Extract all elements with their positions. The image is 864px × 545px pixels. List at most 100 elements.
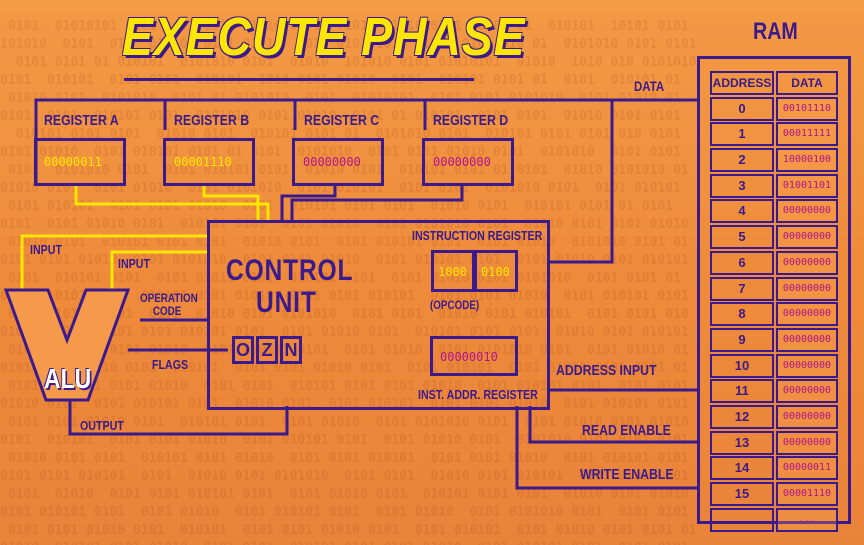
instruction-register-address-box: 0100 [474, 250, 518, 292]
wire-ir-data [548, 100, 614, 264]
ram-data-cell: 00000000 [776, 199, 838, 224]
alu-input-1-label: INPUT [30, 242, 62, 257]
register-d-box: 00000000 [422, 138, 514, 186]
instruction-opcode-value: 1000 [438, 265, 467, 279]
ram-address-cell: 11 [710, 379, 774, 404]
alu-shape [3, 288, 131, 402]
wire-write-enable [515, 406, 697, 490]
ram-title: RAM [753, 18, 798, 45]
wire-alu-input-1 [20, 234, 207, 290]
inst-addr-value: 00000010 [440, 350, 498, 364]
ram-data-cell: 10000100 [776, 148, 838, 173]
ram-address-cell: 6 [710, 250, 774, 275]
ram-address-cell: 15 [710, 482, 774, 506]
operation-code-label: OPERATION CODE [140, 291, 198, 318]
register-a-box: 00000011 [34, 138, 126, 186]
instruction-address-value: 0100 [481, 265, 510, 279]
wire-alu-input-2 [110, 250, 207, 290]
flag-negative: N [280, 336, 302, 364]
flags-label: FLAGS [152, 357, 189, 372]
ram-data-cell: 00101110 [776, 96, 838, 121]
wire-alu-output [68, 400, 289, 436]
register-c-label: REGISTER C [304, 112, 380, 129]
register-b-box: 00001110 [163, 138, 255, 186]
ram-data-cell: 00000000 [776, 276, 838, 301]
ram-address-cell: 8 [710, 302, 774, 327]
ram-address-header: ADDRESS [710, 71, 774, 95]
ram-data-cell: 00000000 [776, 250, 838, 275]
register-d-label: REGISTER D [433, 112, 509, 129]
ram-header-row: ADDRESS DATA [710, 71, 838, 97]
wire-register-d [290, 186, 464, 222]
ram-data-header: DATA [776, 71, 838, 95]
alu-label: ALU [44, 363, 92, 394]
ram-address-cell: 0 [710, 96, 774, 121]
ram-data-cell: 00000000 [776, 379, 838, 404]
ram-data-cell: 00001110 [776, 482, 838, 506]
ram-address-cell: 14 [710, 456, 774, 481]
ram-data-cell: 01001101 [776, 173, 838, 198]
ram-address-cell: 3 [710, 173, 774, 198]
ram-address-cell: 9 [710, 327, 774, 352]
alu-output-label: OUTPUT [80, 418, 124, 433]
register-a-label: REGISTER A [44, 112, 119, 129]
alu-input-2-label: INPUT [118, 256, 150, 271]
ram-data-cell: 00011111 [776, 122, 838, 147]
register-b-value: 00001110 [174, 155, 232, 169]
instruction-register-opcode-box: 1000 [431, 250, 475, 292]
ram-data-cell: 00000000 [776, 404, 838, 429]
ram-data-cell: ... [776, 507, 838, 532]
ram-address-cell: 2 [710, 148, 774, 173]
inst-addr-register-box: 00000010 [430, 336, 518, 376]
data-bus-label: DATA [634, 78, 665, 94]
ram-address-cell: ... [710, 507, 774, 532]
opcode-label: (OPCODE) [430, 298, 480, 312]
title-underline [124, 78, 474, 81]
ram-data-cell: 00000000 [776, 353, 838, 378]
ram-data-cell: 00000000 [776, 225, 838, 250]
control-unit-box [207, 220, 550, 410]
flag-zero: Z [256, 336, 278, 364]
ram-address-cell: 1 [710, 122, 774, 147]
register-c-box: 00000000 [292, 138, 384, 186]
flag-overflow: O [232, 336, 254, 364]
read-enable-label: READ ENABLE [582, 422, 671, 439]
register-b-label: REGISTER B [174, 112, 250, 129]
wire-register-b [202, 186, 260, 222]
ram-data-cell: 00000000 [776, 430, 838, 455]
register-d-value: 00000000 [433, 155, 491, 169]
instruction-register-label: INSTRUCTION REGISTER [412, 228, 543, 243]
register-a-value: 00000011 [44, 155, 102, 169]
write-enable-label: WRITE ENABLE [580, 466, 674, 483]
ram-address-cell: 4 [710, 199, 774, 224]
wire-read-enable [528, 406, 697, 444]
wire-register-a [74, 186, 270, 222]
ram-address-cell: 7 [710, 276, 774, 301]
ram-row: ...... [710, 507, 838, 534]
wire-register-c [280, 186, 337, 222]
ram-data-cell: 00000000 [776, 302, 838, 327]
ram-address-cell: 13 [710, 430, 774, 455]
ram-data-cell: 00000000 [776, 327, 838, 352]
inst-addr-register-label: INST. ADDR. REGISTER [418, 387, 538, 402]
